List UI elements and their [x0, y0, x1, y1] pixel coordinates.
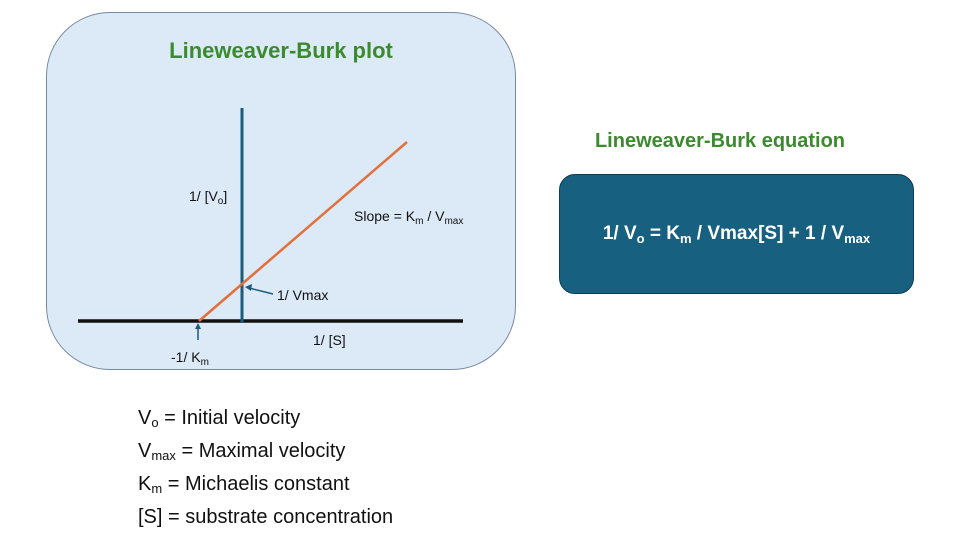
- slope-label: Slope = Km / Vmax: [354, 208, 464, 227]
- equation-title: Lineweaver-Burk equation: [594, 130, 846, 152]
- legend-item: [S] = substrate concentration: [138, 506, 394, 528]
- legend-item: Vo = Initial velocity: [138, 407, 301, 430]
- y-intercept-arrowhead: [245, 284, 252, 291]
- x-intercept-arrowhead: [195, 323, 201, 329]
- y-intercept-arrow: [248, 287, 274, 295]
- plot-title: Lineweaver-Burk plot: [169, 38, 393, 63]
- plot-card: [46, 12, 516, 370]
- regression-line: [198, 141, 408, 322]
- legend-item: Km = Michaelis constant: [138, 473, 350, 496]
- x-intercept-label: -1/ Km: [171, 349, 209, 368]
- equation-box: 1/ Vo = Km / Vmax[S] + 1 / Vmax: [559, 174, 914, 294]
- legend: Vo = Initial velocity Vmax = Maximal vel…: [138, 404, 393, 536]
- y-axis-label: 1/ [Vo]: [189, 188, 228, 207]
- y-intercept-label: 1/ Vmax: [277, 287, 329, 303]
- x-axis-label: 1/ [S]: [313, 332, 346, 348]
- equation-text: 1/ Vo = Km / Vmax[S] + 1 / Vmax: [602, 222, 871, 246]
- legend-item: Vmax = Maximal velocity: [138, 440, 346, 463]
